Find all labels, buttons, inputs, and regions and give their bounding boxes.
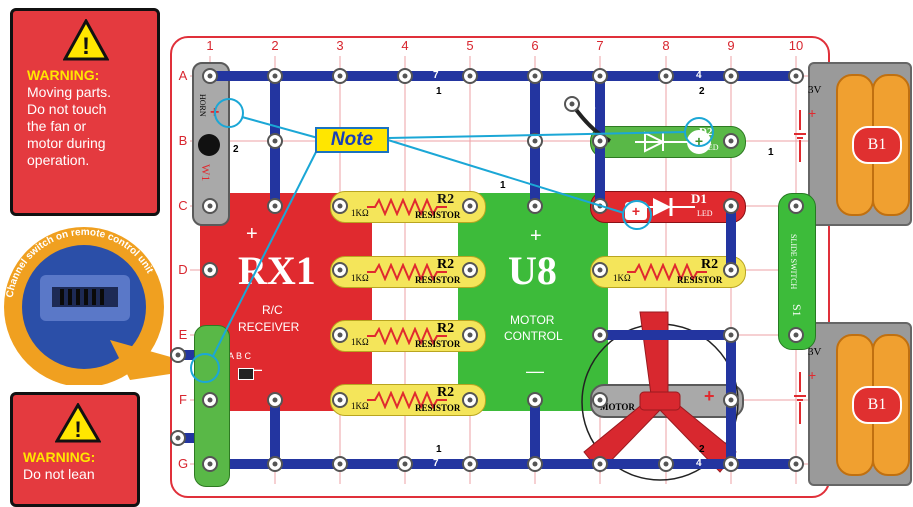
- note-label: Note: [315, 127, 389, 153]
